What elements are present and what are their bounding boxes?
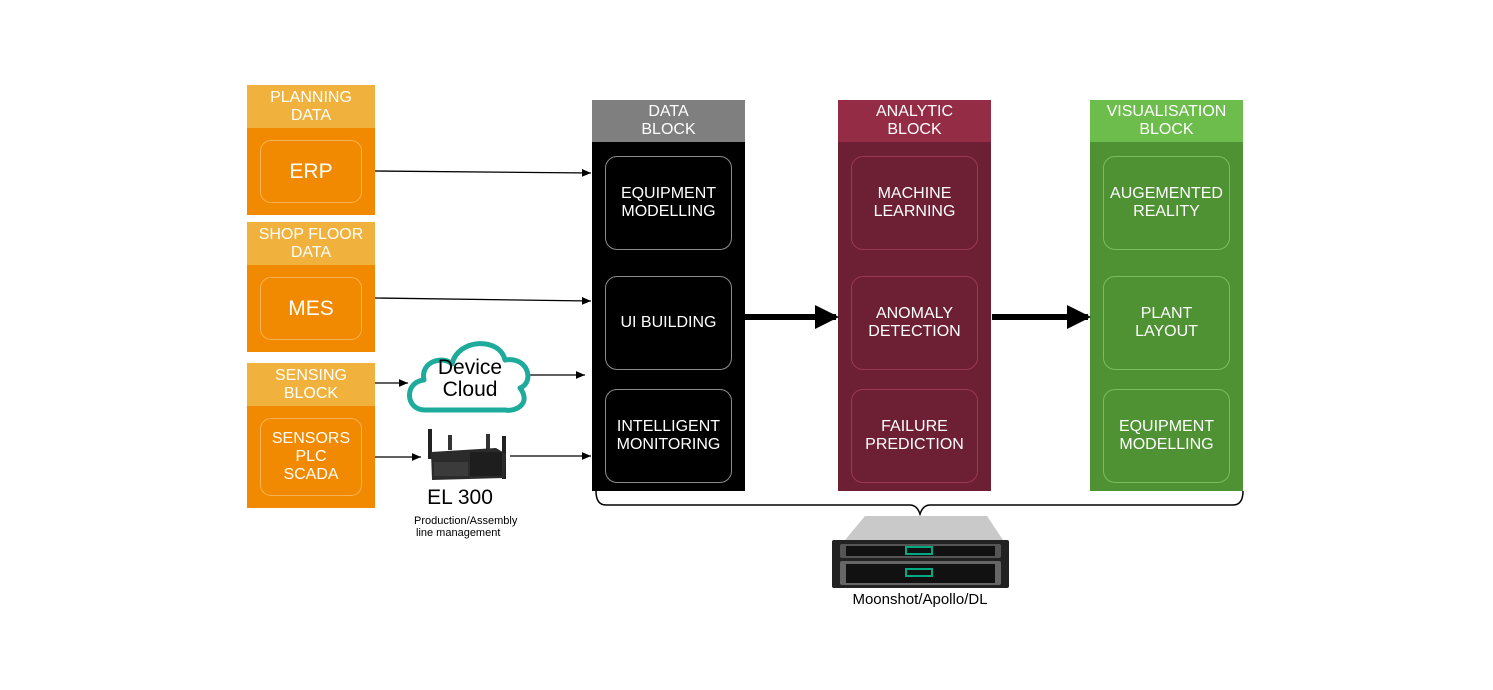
server-label: Moonshot/Apollo/DL — [852, 591, 988, 608]
arrow-erp-to-data — [374, 169, 592, 177]
card-ui-building: UI BUILDING — [605, 276, 732, 370]
cloud-icon — [407, 341, 531, 413]
edge-gateway-icon — [428, 429, 506, 480]
edge-device-caption: Production/Assembly line management — [414, 515, 518, 539]
mes-box: MES — [260, 277, 362, 340]
edge-device-name: EL 300 — [427, 486, 493, 509]
rack-server-icon — [832, 516, 1009, 588]
brace — [595, 490, 1244, 517]
arrow-mes-to-data — [374, 296, 592, 305]
erp-box: ERP — [260, 140, 362, 203]
device-cloud-label: Device Cloud — [437, 356, 503, 401]
